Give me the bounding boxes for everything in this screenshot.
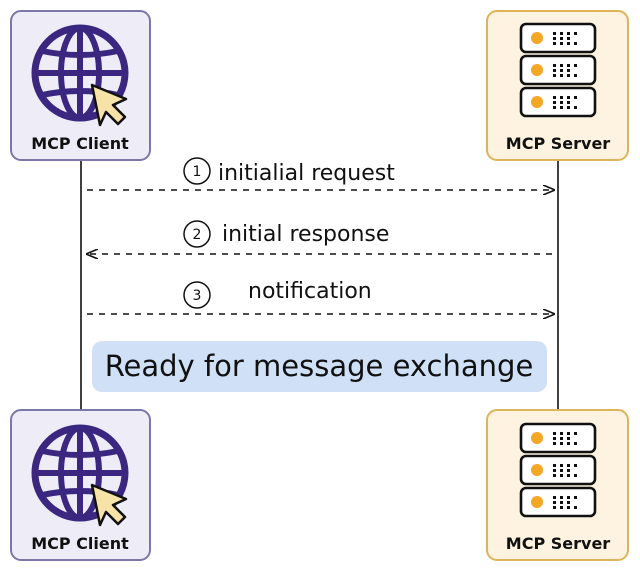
message-2-label: initial response [222,222,389,247]
message-2: 2 initial response [87,220,552,254]
client-node-bottom: MCP Client [10,409,151,561]
step-1-number: 1 [193,164,202,180]
step-2-number: 2 [193,227,202,243]
message-1-label: initialial request [218,161,395,186]
server-rack-icon [519,22,597,118]
client-label: MCP Client [31,134,129,153]
server-node-bottom: MCP Server [486,409,629,561]
server-rack-icon [519,422,597,518]
message-3: 3 notification [87,279,554,314]
ready-banner: Ready for message exchange [92,341,547,392]
client-label: MCP Client [31,534,129,553]
banner-text: Ready for message exchange [105,349,534,383]
step-1-badge [183,157,211,185]
step-3-badge [183,281,211,309]
server-label: MCP Server [506,134,611,153]
server-node-top: MCP Server [486,10,629,161]
client-node-top: MCP Client [10,10,151,161]
message-1: 1 initialial request [87,157,554,190]
message-3-label: notification [248,279,372,304]
server-label: MCP Server [506,534,611,553]
step-3-number: 3 [193,288,202,304]
step-2-badge [183,220,211,248]
